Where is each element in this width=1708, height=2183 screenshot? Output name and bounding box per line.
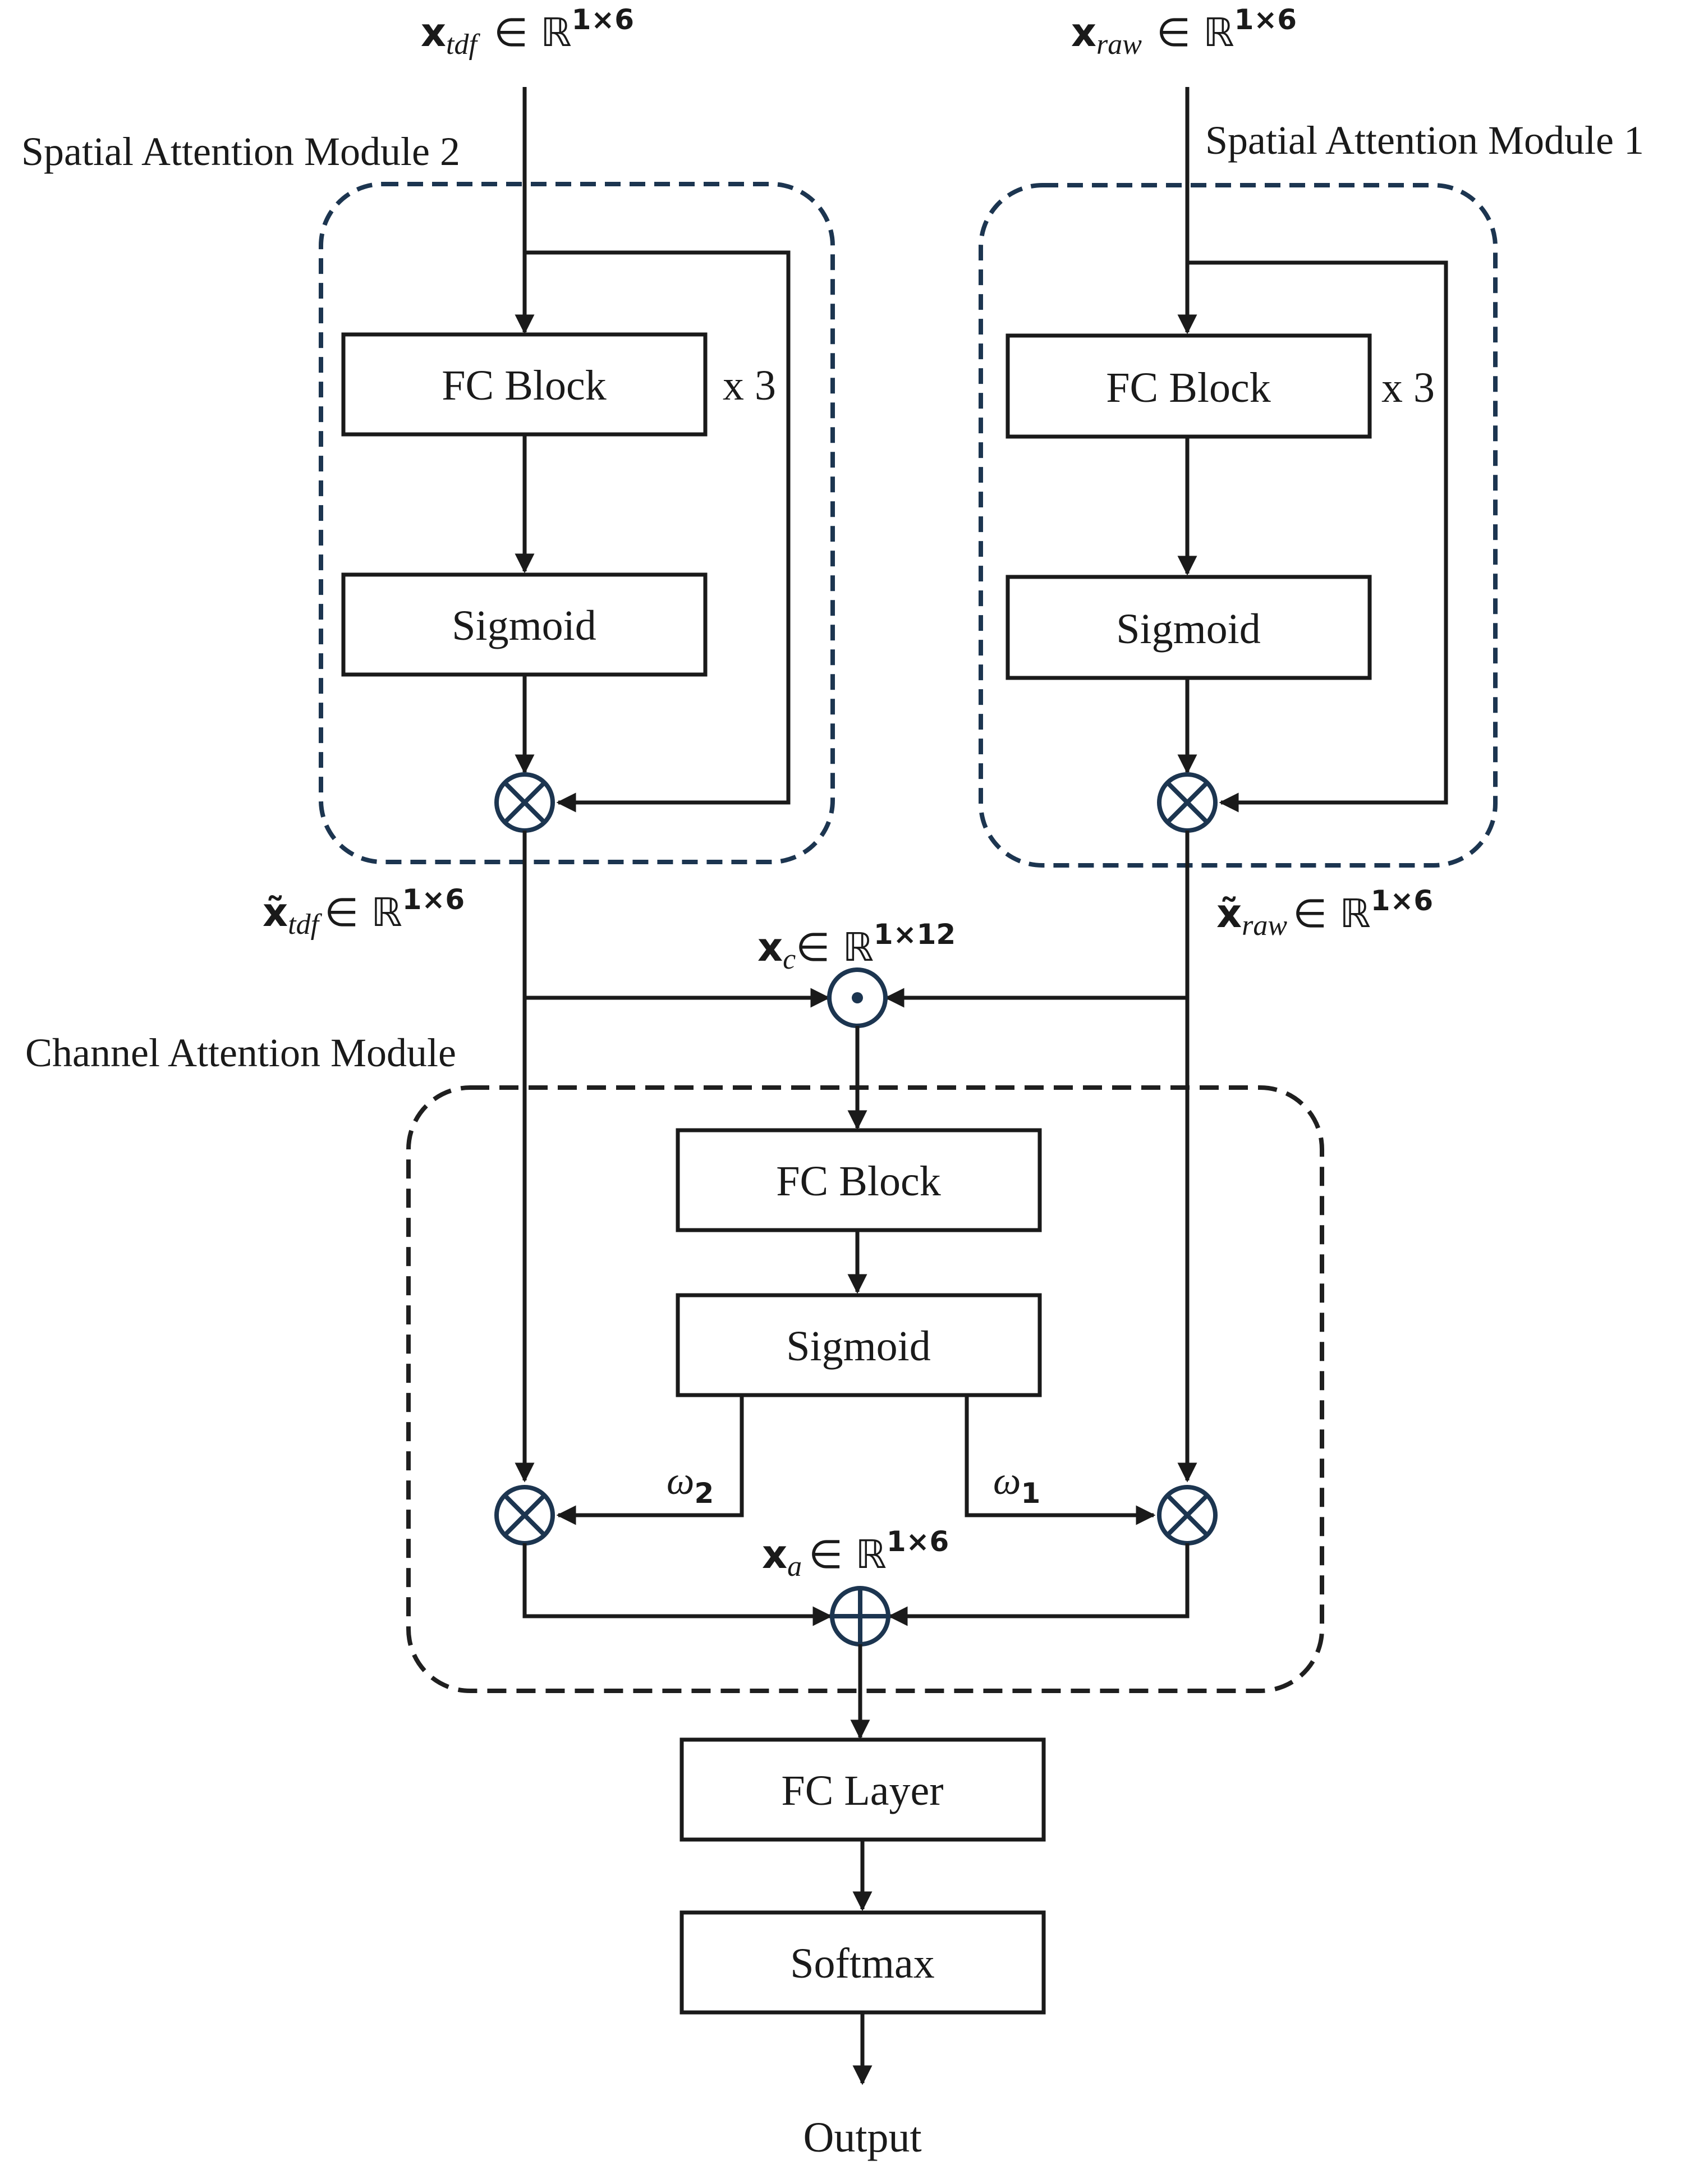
- sigmoid-right: [1005, 575, 1372, 680]
- feature-tdf-tilde-label: x̃tdf∈ ℝ1×6: [263, 883, 465, 941]
- feature-sum-label: xa∈ ℝ1×6: [762, 1525, 949, 1583]
- spatial-module-2-title: Spatial Attention Module 2: [21, 129, 460, 174]
- spatial-module-1-border: [979, 183, 1498, 868]
- arrow-skip-raw: [1187, 260, 1448, 813]
- multiply-operator-left: [494, 772, 555, 833]
- multiply-operator-channel-left: [494, 1485, 555, 1545]
- arrow-right-to-add: [888, 1543, 1190, 1626]
- sigmoid-left-label: Sigmoid: [452, 602, 596, 649]
- softmax: [679, 1910, 1046, 2015]
- sigmoid-channel: [676, 1293, 1042, 1397]
- fc-block-channel-label: FC Block: [776, 1158, 941, 1205]
- softmax-label: Softmax: [790, 1940, 935, 1987]
- add-operator: [830, 1586, 890, 1647]
- weight-w1-label: ω1: [993, 1460, 1040, 1510]
- concat-operator: [827, 967, 888, 1028]
- sigmoid-left: [341, 572, 708, 677]
- channel-module-border: [406, 1085, 1324, 1693]
- fc-block-channel: [676, 1128, 1042, 1232]
- spatial-module-2-border: [319, 182, 835, 864]
- spatial-module-1-title: Spatial Attention Module 1: [1205, 118, 1644, 163]
- output-label: Output: [803, 2114, 921, 2161]
- fc-block-left-label: FC Block: [442, 362, 607, 409]
- multiply-operator-right: [1157, 772, 1218, 833]
- input-raw-label: xraw∈ ℝ1×6: [1071, 3, 1297, 61]
- sigmoid-channel-label: Sigmoid: [786, 1323, 931, 1370]
- fc-layer-label: FC Layer: [781, 1767, 943, 1814]
- repeat-left-label: x 3: [723, 362, 776, 409]
- repeat-right-label: x 3: [1381, 364, 1435, 411]
- multiply-operator-channel-right: [1157, 1485, 1218, 1545]
- arrow-w2-to-multiply: [556, 1395, 744, 1525]
- weight-w2-label: ω2: [667, 1460, 714, 1510]
- feature-raw-tilde-label: x̃raw∈ ℝ1×6: [1216, 884, 1433, 942]
- feature-concat-label: xc∈ ℝ1×12: [757, 918, 956, 975]
- arrow-w1-to-multiply: [965, 1395, 1156, 1525]
- channel-module-title: Channel Attention Module: [25, 1030, 456, 1075]
- arrow-skip-tdf: [525, 250, 791, 813]
- fc-block-left: [341, 332, 708, 437]
- sigmoid-right-label: Sigmoid: [1116, 606, 1261, 653]
- fc-block-right-label: FC Block: [1106, 364, 1271, 411]
- input-tdf-label: xtdf∈ ℝ1×6: [421, 3, 634, 61]
- arrow-left-to-add: [522, 1543, 833, 1626]
